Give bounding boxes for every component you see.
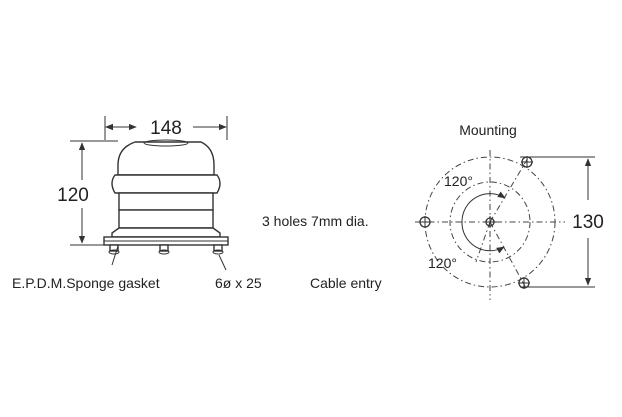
- screw-leader: [218, 254, 227, 271]
- screw-label: 6ø x 25: [215, 275, 262, 291]
- gasket-label: E.P.D.M.Sponge gasket: [12, 275, 160, 291]
- angle-top-label: 120°: [444, 173, 473, 189]
- mounting-screws: [108, 244, 224, 255]
- radial-line-bottom: [489, 221, 527, 289]
- hole-left: [419, 216, 431, 228]
- radial-line-top: [489, 157, 529, 223]
- cable-entry-hole: [484, 216, 496, 228]
- mounting-view: Mounting: [262, 122, 604, 300]
- beacon-body: [103, 139, 229, 246]
- width-dimension: 148: [104, 116, 228, 140]
- cable-leader: [475, 221, 491, 263]
- width-label: 148: [150, 118, 182, 139]
- angle-arc-bottom: [461, 221, 505, 254]
- side-view: 148 120: [12, 116, 262, 291]
- diameter-dimension: 130: [520, 156, 604, 288]
- gasket-leader: [111, 245, 119, 266]
- height-dimension: 120: [57, 140, 118, 246]
- diameter-label: 130: [572, 212, 604, 233]
- angle-arc-top: [461, 191, 506, 223]
- inner-circle: [449, 181, 531, 263]
- mounting-title: Mounting: [459, 122, 517, 138]
- height-label: 120: [57, 185, 89, 206]
- holes-label: 3 holes 7mm dia.: [262, 213, 369, 229]
- angle-bottom-label: 120°: [428, 255, 457, 271]
- cable-label: Cable entry: [310, 275, 382, 291]
